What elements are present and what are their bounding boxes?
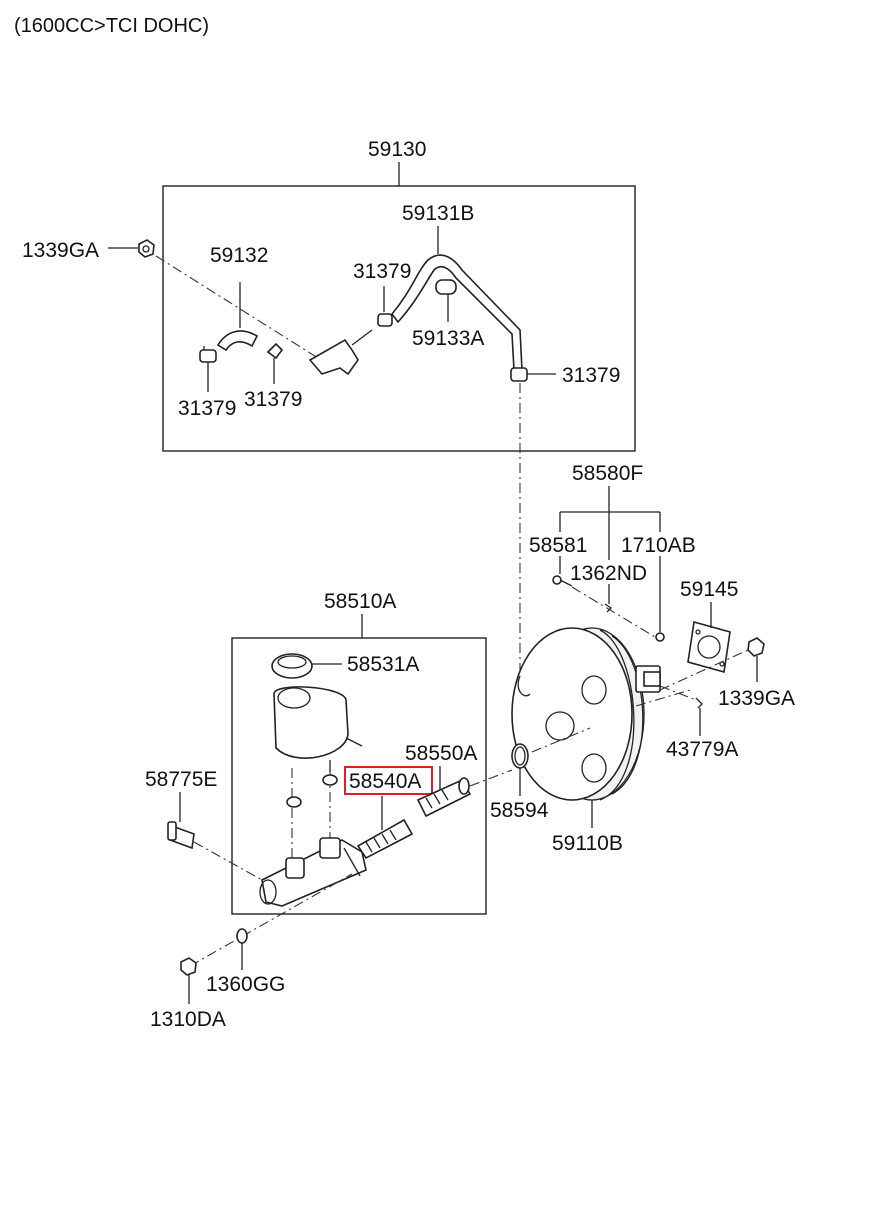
pin-43779a <box>695 697 703 709</box>
label-59132[interactable]: 59132 <box>210 244 268 267</box>
label-1310da[interactable]: 1310DA <box>150 1008 226 1031</box>
axis-line-fasteners <box>189 873 353 967</box>
label-31379-c[interactable]: 31379 <box>353 260 411 283</box>
label-31379-a[interactable]: 31379 <box>178 397 236 420</box>
engine-spec-header: (1600CC>TCI DOHC) <box>14 15 209 37</box>
label-58775e[interactable]: 58775E <box>145 768 217 791</box>
label-1339ga-right[interactable]: 1339GA <box>718 687 795 710</box>
master-cylinder-box <box>231 637 487 915</box>
nut-1339ga-top <box>138 239 155 258</box>
label-1339ga-top[interactable]: 1339GA <box>22 239 99 262</box>
label-59130[interactable]: 59130 <box>368 138 426 161</box>
axis-line-upper <box>155 255 319 359</box>
clip-31379-d <box>510 367 528 382</box>
axis-line-43779a <box>659 685 697 701</box>
label-31379-b[interactable]: 31379 <box>244 388 302 411</box>
label-43779a[interactable]: 43779A <box>666 738 738 761</box>
secondary-piston-58540a <box>356 818 414 860</box>
clip-31379-b <box>266 342 284 360</box>
pin-58581 <box>552 575 573 587</box>
label-59133a[interactable]: 59133A <box>412 327 484 350</box>
hose-59131b <box>390 254 523 371</box>
clip-31379-a <box>199 346 217 363</box>
washer-1710ab <box>655 632 665 642</box>
primary-piston-58550a <box>416 777 472 818</box>
label-1710ab[interactable]: 1710AB <box>621 534 696 557</box>
axis-line-stud <box>659 649 749 691</box>
label-59110b[interactable]: 59110B <box>552 832 623 855</box>
label-58594[interactable]: 58594 <box>490 799 549 822</box>
nut-1339ga-right <box>747 637 765 657</box>
clip-31379-c <box>377 313 393 327</box>
label-1360gg[interactable]: 1360GG <box>206 973 285 996</box>
reservoir-cap-58531a <box>271 653 313 679</box>
gasket-59145 <box>687 620 731 674</box>
grommet-left <box>286 796 302 808</box>
label-58581[interactable]: 58581 <box>529 534 587 557</box>
brake-booster-59110b <box>511 627 661 801</box>
axis-line-sensor <box>193 841 263 881</box>
washer-1360gg <box>236 928 248 944</box>
label-1362nd[interactable]: 1362ND <box>570 562 647 585</box>
valve-stem <box>351 329 373 346</box>
connector-59133a <box>435 279 457 295</box>
check-valve-pipe <box>308 338 359 376</box>
hose-59132 <box>216 330 259 352</box>
label-58580f[interactable]: 58580F <box>572 462 643 485</box>
grommet-right <box>322 774 338 786</box>
clip-1362nd <box>604 603 613 613</box>
label-31379-d[interactable]: 31379 <box>562 364 620 387</box>
fluid-reservoir <box>273 686 363 772</box>
o-ring-58594 <box>511 743 529 769</box>
axis-line-pin <box>571 586 661 641</box>
sensor-58775e <box>167 821 195 850</box>
highlight-box-58540a <box>344 766 433 795</box>
label-59145[interactable]: 59145 <box>680 578 738 601</box>
label-58531a[interactable]: 58531A <box>347 653 419 676</box>
label-58550a[interactable]: 58550A <box>405 742 477 765</box>
nut-1310da <box>180 957 197 976</box>
master-cylinder-body <box>259 837 367 907</box>
label-58540a[interactable]: 58540A <box>349 770 421 793</box>
label-58510a[interactable]: 58510A <box>324 590 396 613</box>
axis-line-booster-rear <box>635 689 691 707</box>
axis-line-piston <box>469 769 513 787</box>
label-59131b[interactable]: 59131B <box>402 202 474 225</box>
